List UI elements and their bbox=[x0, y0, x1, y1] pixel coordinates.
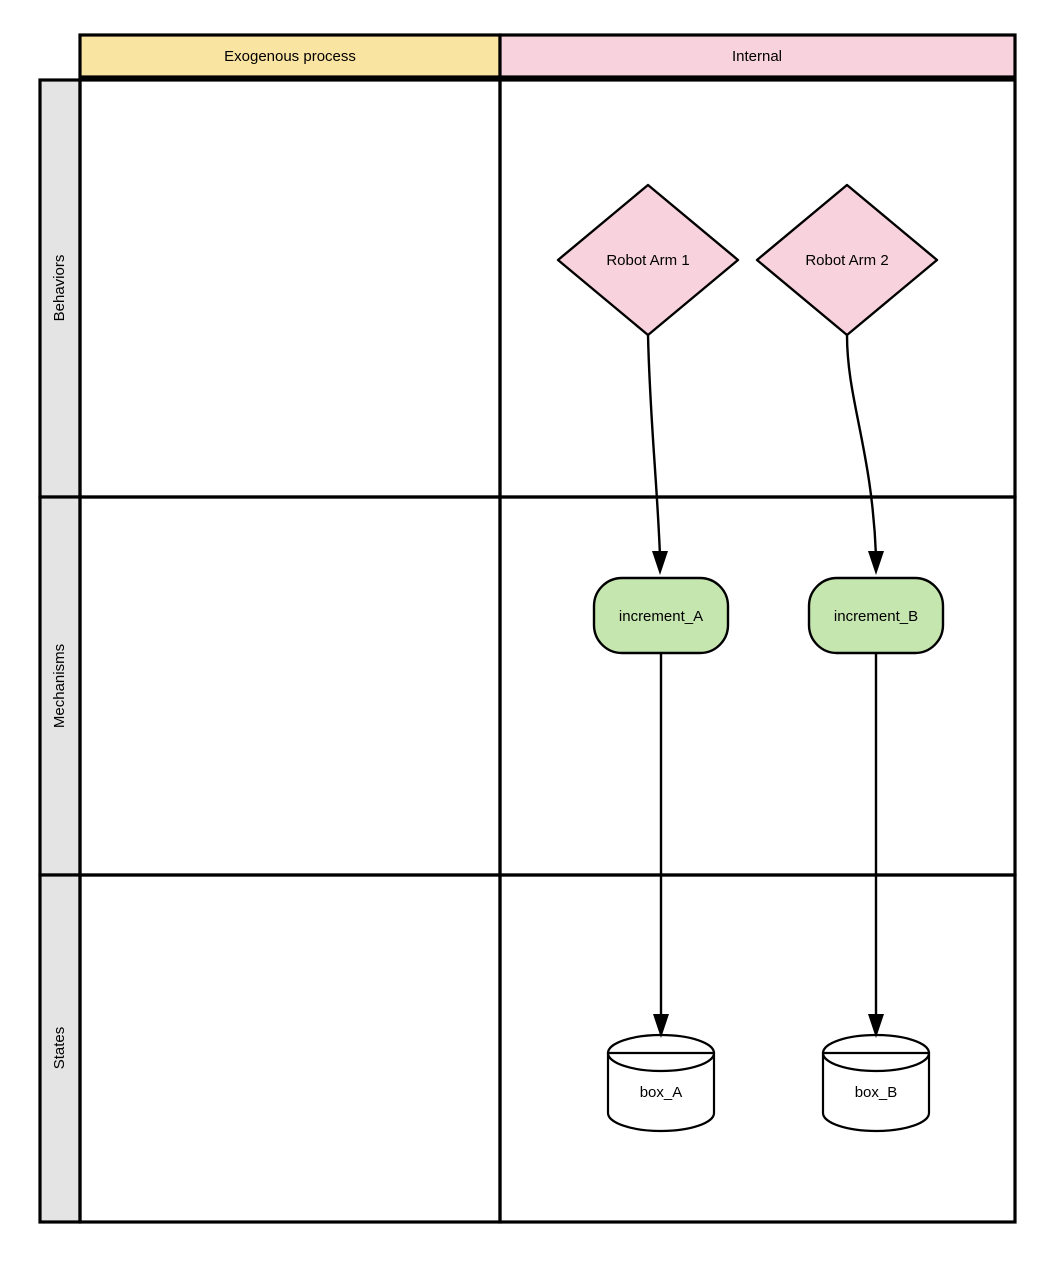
edge-robot-arm-2-to-increment-b-arrowhead bbox=[868, 551, 884, 575]
lane-cell-exogenous-mechanisms bbox=[78, 495, 502, 877]
edges bbox=[646, 334, 884, 1038]
node-increment-a[interactable]: increment_A bbox=[592, 576, 730, 655]
robot-arm-2-diamond-shape[interactable] bbox=[755, 183, 939, 337]
row-header-states[interactable] bbox=[38, 873, 82, 1224]
lane-cell-internal-mechanisms bbox=[498, 495, 1017, 877]
node-box-a[interactable]: box_A bbox=[606, 1033, 716, 1133]
lane-cell-exogenous-states bbox=[78, 873, 502, 1224]
column-headers: Exogenous process Internal bbox=[78, 33, 1017, 79]
edge-robot-arm-2-to-increment-b bbox=[845, 334, 878, 557]
column-header-internal[interactable] bbox=[498, 33, 1017, 79]
lane-cell-internal-states bbox=[498, 873, 1017, 1224]
box-b-cylinder-body[interactable] bbox=[821, 1051, 931, 1133]
box-b-label: box_B bbox=[855, 1084, 898, 1101]
column-header-exogenous[interactable] bbox=[78, 33, 502, 79]
increment-b-label: increment_B bbox=[834, 608, 918, 625]
edge-increment-b-to-box-b-arrowhead bbox=[868, 1014, 884, 1038]
column-header-internal-label: Internal bbox=[732, 48, 782, 65]
column-header-exogenous-label: Exogenous process bbox=[224, 48, 356, 65]
increment-a-rounded-rect-shape[interactable] bbox=[592, 576, 730, 655]
increment-b-rounded-rect-shape[interactable] bbox=[807, 576, 945, 655]
robot-arm-1-diamond-shape[interactable] bbox=[556, 183, 740, 337]
robot-arm-1-label: Robot Arm 1 bbox=[606, 252, 689, 269]
box-a-label: box_A bbox=[640, 1084, 683, 1101]
lane-cell-exogenous-behaviors bbox=[78, 78, 502, 499]
box-a-cylinder-top bbox=[606, 1033, 716, 1073]
edge-robot-arm-1-to-increment-a bbox=[646, 334, 662, 557]
lane-grid bbox=[78, 78, 1017, 1224]
row-header-behaviors-label: Behaviors bbox=[51, 255, 68, 322]
node-box-b[interactable]: box_B bbox=[821, 1033, 931, 1133]
robot-arm-2-label: Robot Arm 2 bbox=[805, 252, 888, 269]
node-increment-b[interactable]: increment_B bbox=[807, 576, 945, 655]
increment-a-label: increment_A bbox=[619, 608, 703, 625]
row-header-states-label: States bbox=[51, 1027, 68, 1070]
node-robot-arm-1[interactable]: Robot Arm 1 bbox=[556, 183, 740, 337]
row-header-mechanisms-label: Mechanisms bbox=[51, 644, 68, 728]
edge-increment-a-to-box-a-arrowhead bbox=[653, 1014, 669, 1038]
row-headers: Behaviors Mechanisms States bbox=[38, 78, 82, 1224]
lane-cell-internal-behaviors bbox=[498, 78, 1017, 499]
box-a-cylinder-body[interactable] bbox=[606, 1051, 716, 1133]
node-robot-arm-2[interactable]: Robot Arm 2 bbox=[755, 183, 939, 337]
edge-robot-arm-1-to-increment-a-arrowhead bbox=[652, 551, 668, 575]
box-b-cylinder-top bbox=[821, 1033, 931, 1073]
